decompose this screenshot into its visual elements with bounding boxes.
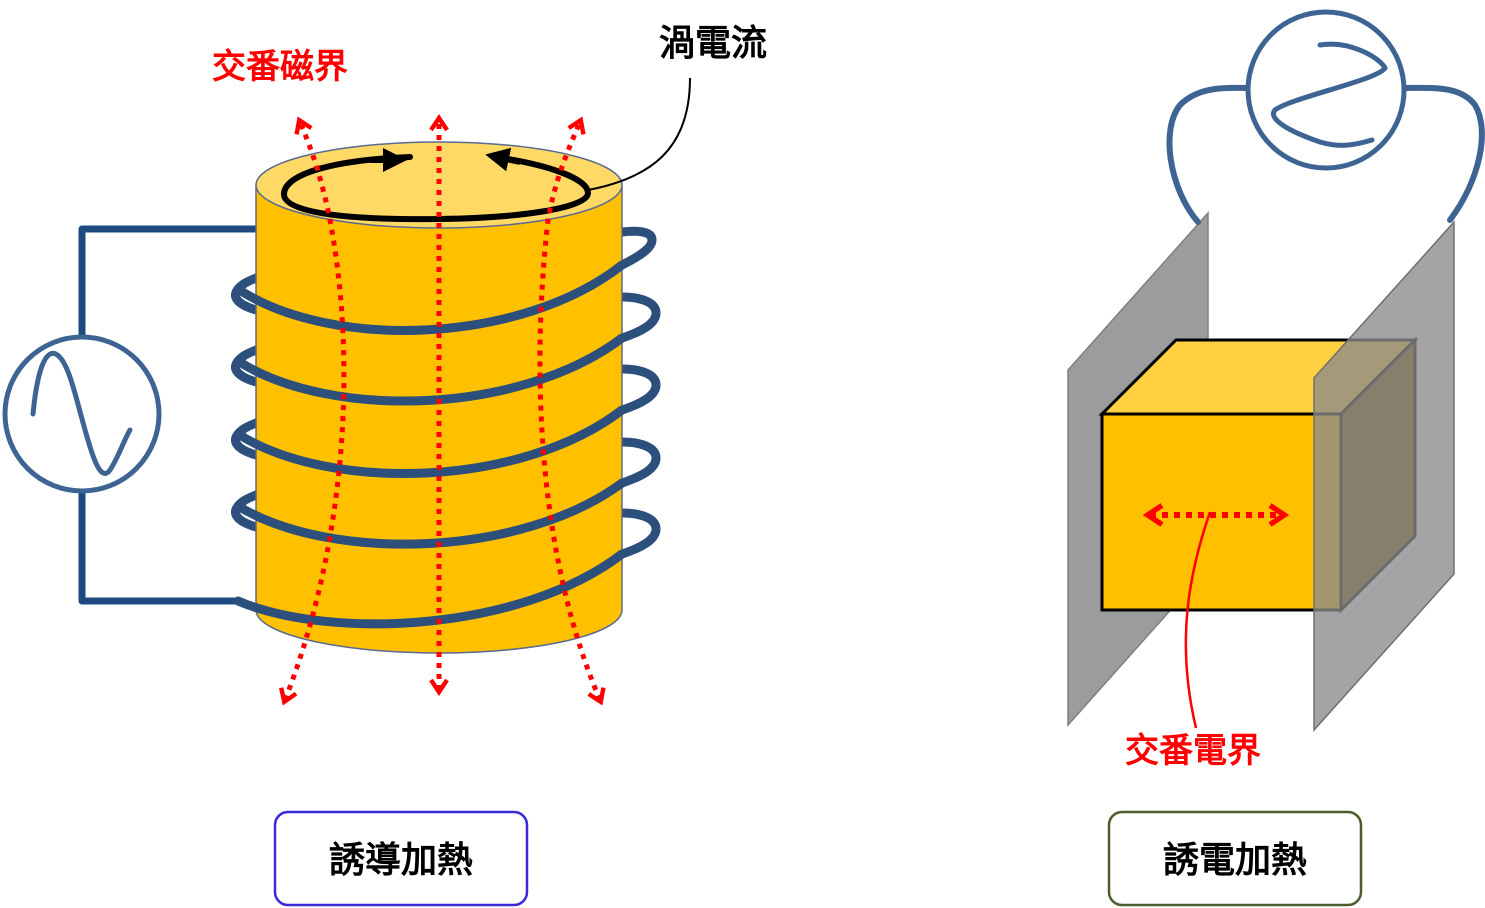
ac-sine-source-icon xyxy=(2,334,162,494)
electrode-plate-front xyxy=(1313,220,1455,732)
ac-sine-source-icon xyxy=(1245,9,1407,171)
dielectric-caption: 誘電加熱 xyxy=(1163,840,1307,881)
induction-heating-figure: 交番磁界 渦電流 誘導加熱 xyxy=(2,23,767,907)
eddy-current-arrow-left xyxy=(485,147,521,172)
induction-caption-box: 誘導加熱 xyxy=(273,810,529,907)
eddy-current-leader-line xyxy=(587,77,691,191)
magnetic-field-lines xyxy=(279,114,606,706)
induction-circuit-wires xyxy=(78,225,256,605)
dielectric-heating-figure: 交番電界 誘電加熱 xyxy=(1067,9,1485,907)
magnetic-field-label: 交番磁界 xyxy=(212,47,348,87)
cube-front-face xyxy=(1100,412,1343,612)
dielectric-caption-box: 誘電加熱 xyxy=(1107,810,1363,907)
electric-field-label: 交番電界 xyxy=(1125,731,1261,771)
electric-field-leader-line xyxy=(1184,511,1212,729)
induction-caption: 誘導加熱 xyxy=(329,840,473,881)
dielectric-circuit-wires xyxy=(1166,84,1485,225)
eddy-current-label: 渦電流 xyxy=(659,23,767,64)
